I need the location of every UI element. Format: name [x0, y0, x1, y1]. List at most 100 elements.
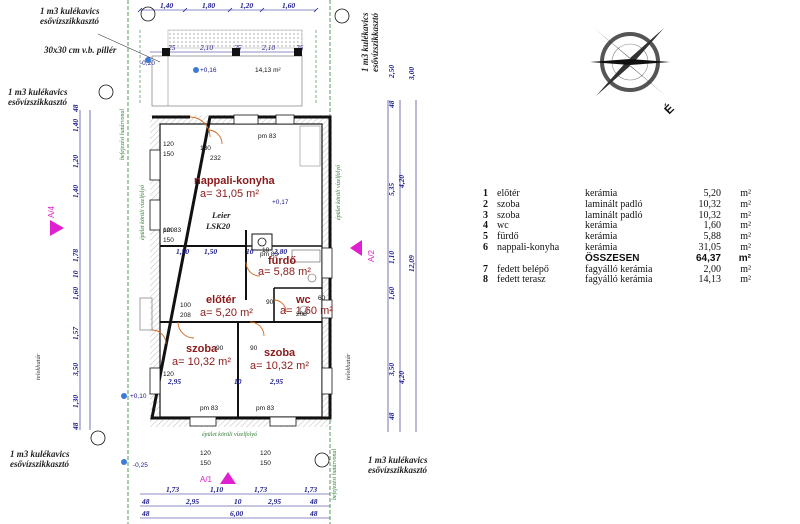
note-gravel-left-text: 1 m3 kulékavics esővízszikkasztó — [8, 87, 68, 107]
legend-cell-r: nappali-konyha — [497, 241, 560, 253]
pm-label-5: pm 83 — [256, 405, 274, 412]
level-terrace: +0,16 — [200, 67, 217, 74]
legend-cell-a: 10,32 — [698, 209, 722, 221]
level-bottom-left: +0,10 — [130, 393, 147, 400]
dim-left-3: 1,20 — [71, 155, 80, 168]
svg-text:120: 120 — [163, 227, 174, 234]
legend-cell-a: 5,20 — [703, 188, 722, 199]
legend-cell-m: kerámia — [585, 231, 618, 243]
dim-right-6: 12,09 — [407, 255, 416, 272]
dim-inner-h4: 2,95 — [167, 377, 181, 386]
legend-cell-a: 31,05 — [698, 241, 722, 253]
svg-text:120: 120 — [260, 450, 271, 457]
legend-cell-u: m² — [740, 198, 751, 210]
legend-cell-m: fagyálló kerámia — [585, 263, 653, 275]
terrace-area: 14,13 m² — [255, 67, 281, 74]
legend-cell-r: fedett belépő — [497, 263, 549, 275]
note-gravel-bottom-left: 1 m3 kulékavics esővízszikkasztó — [10, 449, 70, 469]
room-wc-area: a= 1,60 m² — [280, 305, 333, 317]
dim-right-2: 2,50 — [387, 65, 396, 79]
section-a2: A/2 — [367, 249, 376, 262]
dim-left-10: 1,30 — [71, 395, 80, 408]
dim-right-5: 4,20 — [397, 175, 406, 189]
building-walls — [139, 114, 333, 427]
dim-inner-h5: 2,95 — [269, 377, 283, 386]
section-marker-icon — [50, 220, 362, 484]
dim-inner-h7: 10 — [234, 377, 242, 386]
room-bath-area: a= 5,88 m² — [258, 266, 311, 278]
section-a1: A/1 — [200, 475, 213, 484]
dim-top-2: 1,80 — [202, 1, 215, 10]
dim-right-9: 4,20 — [397, 371, 406, 385]
room-living-area: a= 31,05 m² — [200, 188, 259, 200]
legend-cell-r: szoba — [497, 209, 520, 221]
note-gravel-bottom-right-text: 1 m3 kulékavics esővízszikkasztó — [368, 455, 428, 475]
legend-cell-n: 3 — [483, 209, 488, 221]
room-1-name: szoba — [186, 343, 218, 355]
pm-label-1: pm 83 — [258, 133, 276, 140]
room-bath-name: fürdő — [268, 255, 296, 267]
dim-right-1: 48 — [387, 100, 396, 109]
legend-cell-a: 64,37 — [695, 252, 721, 264]
legend-cell-a: 2,00 — [703, 263, 722, 275]
pm-label-4: pm 83 — [200, 405, 218, 412]
note-gravel-top-left-text: 1 m3 kulékavics esővízszikkasztó — [40, 6, 100, 26]
dim-left-5: 1,78 — [71, 249, 80, 262]
room-hall-area: a= 5,20 m² — [200, 307, 253, 319]
dim-left-7: 1,60 — [71, 287, 80, 300]
dim-right-8: 1,60 — [387, 287, 396, 300]
dim-bottom2-3: 2,95 — [267, 497, 281, 506]
chimney-label-1: Leier — [211, 210, 231, 220]
dim-right-3: 3,00 — [407, 67, 416, 81]
soakaway-icon — [90, 6, 350, 468]
drain-bottom: épület körüli vízelfolyó — [202, 431, 257, 438]
drain-left: épület körüli vízelfolyó — [139, 185, 146, 240]
legend-cell-n: 4 — [483, 220, 488, 232]
legend-cell-r: szoba — [497, 198, 520, 210]
note-gravel-top-right: 1 m3 kulékavics esővízszikkasztó — [360, 13, 380, 73]
svg-text:120: 120 — [163, 141, 174, 148]
telekhatar-left: telekhatár — [35, 353, 42, 380]
svg-text:180: 180 — [200, 145, 211, 152]
dim-left-2: 1,40 — [71, 119, 80, 132]
dim-edge-1: 48 — [141, 497, 150, 506]
dim-edge-2: 48 — [309, 497, 318, 506]
svg-text:90: 90 — [250, 345, 258, 352]
legend-cell-m: fagyálló kerámia — [585, 274, 653, 286]
legend-cell-n: 6 — [483, 241, 488, 253]
dim-left-8: 1,57 — [71, 327, 80, 340]
svg-text:90: 90 — [266, 299, 274, 306]
legend-cell-r — [497, 254, 585, 265]
north-arrow-icon — [590, 28, 670, 96]
legend-cell-m: ÖSSZESEN — [585, 252, 640, 264]
svg-text:208: 208 — [180, 312, 191, 319]
dim-edge-4: 48 — [309, 509, 318, 518]
note-gravel-bottom-left-text: 1 m3 kulékavics esővízszikkasztó — [10, 449, 70, 469]
note-gravel-top-left: 1 m3 kulékavics esővízszikkasztó — [40, 6, 100, 26]
svg-text:150: 150 — [163, 151, 174, 158]
dim-inner-h1: 1,50 — [176, 247, 189, 256]
legend-cell-u: m² — [740, 231, 751, 243]
dim-bottom1-2: 1,10 — [210, 485, 223, 494]
note-gravel-top-right-text: 1 m3 kulékavics esővízszikkasztó — [360, 12, 380, 73]
svg-text:208: 208 — [296, 311, 307, 318]
legend-cell-m: laminált padló — [585, 209, 643, 221]
legend-cell-r: fedett terasz — [497, 274, 546, 286]
dim-bottom3-1: 6,00 — [230, 509, 243, 518]
room-2-area: a= 10,32 m² — [250, 360, 309, 372]
dim-bottom1-4: 1,73 — [304, 485, 317, 494]
chimney-label-2: LSK20 — [205, 221, 231, 231]
dim-right-7: 1,10 — [387, 251, 396, 264]
svg-text:120: 120 — [200, 450, 211, 457]
top-dimensions — [137, 7, 319, 53]
legend-cell-m: kerámia — [585, 220, 618, 232]
legend-cell-m: laminált padló — [585, 198, 643, 210]
dim-top-1: 1,40 — [160, 1, 173, 10]
